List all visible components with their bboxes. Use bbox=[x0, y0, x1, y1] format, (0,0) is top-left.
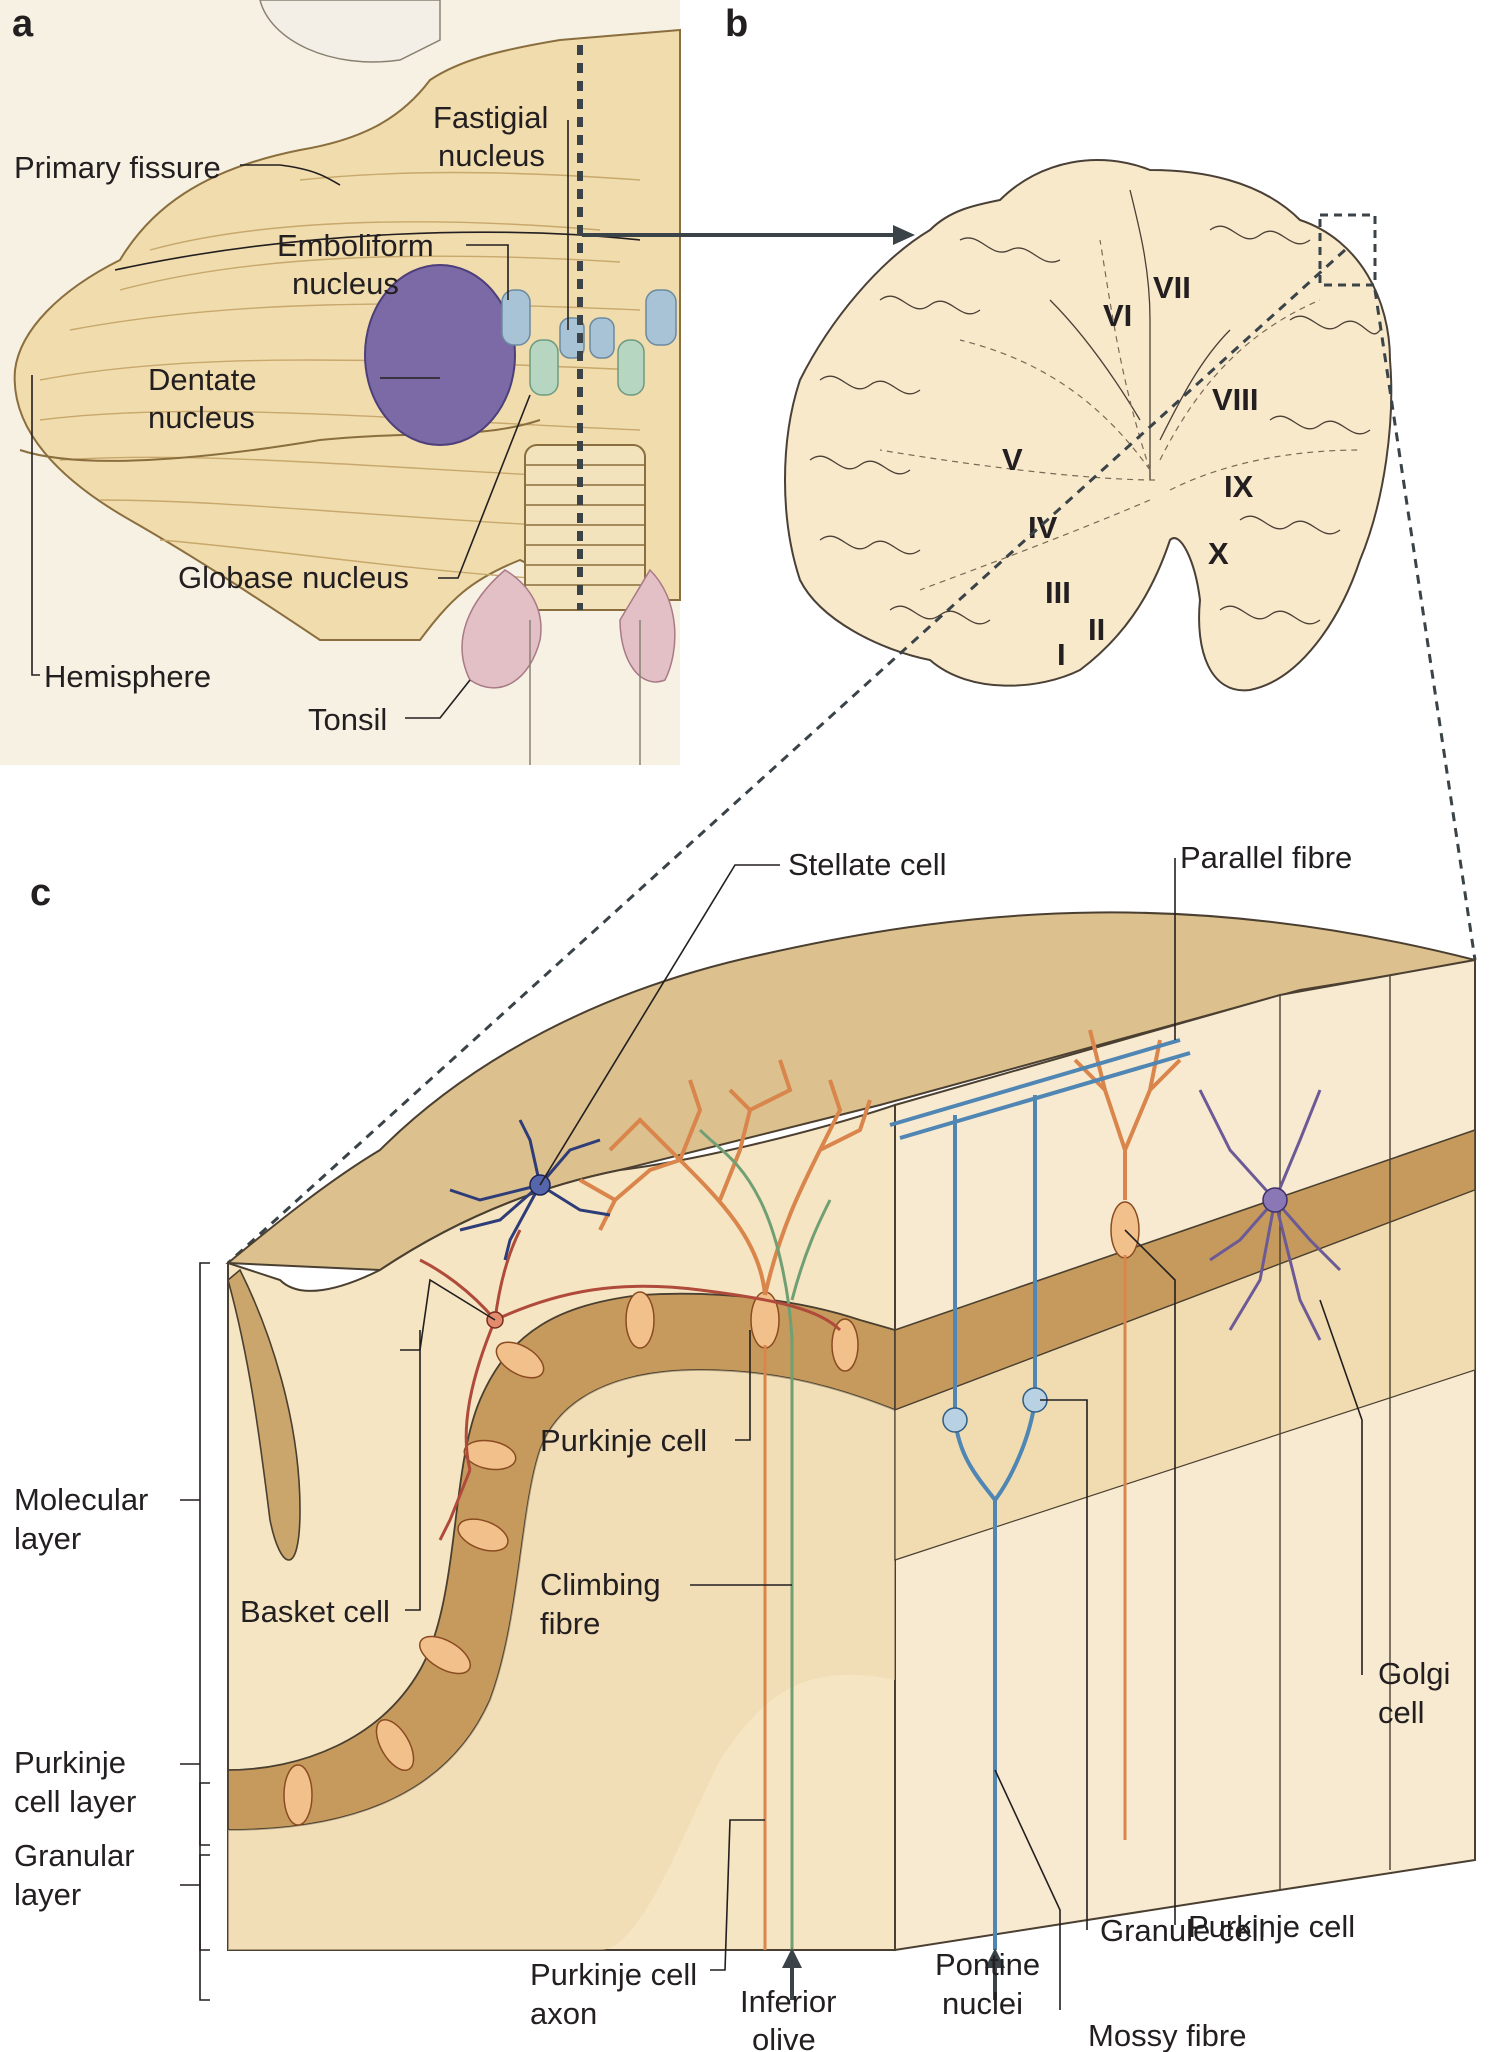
lobule-VII: VII bbox=[1153, 270, 1191, 305]
lobule-I: I bbox=[1057, 637, 1066, 672]
dentate-label-1: Dentate bbox=[148, 362, 257, 397]
pontine-nuclei-label-2: nuclei bbox=[942, 1986, 1023, 2021]
lobule-III: III bbox=[1045, 575, 1071, 610]
pontine-nuclei-label-1: Pontine bbox=[935, 1947, 1040, 1982]
spinal-cord bbox=[529, 620, 641, 765]
emboliform-nucleus bbox=[501, 289, 531, 346]
panel-label-b: b bbox=[725, 3, 748, 45]
mossy-fibre-label: Mossy fibre bbox=[1088, 2018, 1246, 2052]
lobule-X: X bbox=[1208, 536, 1229, 571]
tonsil-right bbox=[619, 568, 676, 683]
panel-label-c: c bbox=[30, 872, 51, 914]
purkinje-somata bbox=[283, 1201, 1140, 1826]
lobule-IX: IX bbox=[1224, 469, 1254, 504]
molecular-bracket bbox=[199, 1262, 210, 2001]
panel-c: c bbox=[14, 840, 1476, 2052]
folia-outline bbox=[809, 189, 1381, 625]
lobule-V: V bbox=[1002, 442, 1023, 477]
granular-layer-region bbox=[228, 1370, 895, 1950]
cerebellum-hemisphere-shape bbox=[13, 28, 681, 641]
basket-cell-label: Basket cell bbox=[240, 1594, 390, 1629]
purkinje-cell-layer-label-2: cell layer bbox=[14, 1784, 136, 1819]
golgi-cell-label-2: cell bbox=[1378, 1695, 1425, 1730]
fastigial-nucleus-left bbox=[559, 317, 585, 359]
purkinje-axons bbox=[763, 1255, 1127, 1950]
fastigial-label-2: nucleus bbox=[438, 138, 545, 173]
globase-nucleus-left bbox=[529, 339, 559, 396]
arrow-up-icon-2 bbox=[985, 1948, 1005, 1968]
lobule-VI: VI bbox=[1103, 298, 1132, 333]
zoom-line-right bbox=[1373, 289, 1477, 961]
dentate-label-2: nucleus bbox=[148, 400, 255, 435]
vermis-sagittal-section bbox=[784, 159, 1393, 692]
brainstem-top bbox=[259, 0, 441, 63]
stellate-cell-processes bbox=[449, 1119, 611, 1261]
purkinje-cell-axon-label-2: axon bbox=[530, 1996, 597, 2031]
climbing-fibre-path bbox=[698, 1128, 832, 1950]
granular-layer-label-2: layer bbox=[14, 1877, 81, 1912]
granular-layer-label-1: Granular bbox=[14, 1838, 135, 1873]
lobule-II: II bbox=[1088, 612, 1105, 647]
golgi-cell-soma bbox=[1262, 1187, 1288, 1213]
inferior-olive-label-1: Inferior bbox=[740, 1984, 836, 2019]
lobule-IV: IV bbox=[1028, 510, 1058, 545]
golgi-cell-processes bbox=[1198, 1089, 1342, 1341]
inferior-olive-label-2: olive bbox=[752, 2022, 816, 2052]
arrow-up-icon bbox=[782, 1948, 802, 1968]
panel-label-a: a bbox=[12, 3, 34, 45]
basket-cell-processes bbox=[419, 1229, 842, 1541]
globase-nucleus-right bbox=[617, 339, 645, 396]
primary-fissure-label: Primary fissure bbox=[14, 150, 221, 185]
globase-label: Globase nucleus bbox=[178, 560, 409, 595]
purkinje-layer-bracket bbox=[199, 1782, 210, 1846]
panel-b: b I II III IV bbox=[725, 3, 1393, 692]
purkinje-cell-layer-label-1: Purkinje bbox=[14, 1745, 126, 1780]
molecular-layer-label-1: Molecular bbox=[14, 1482, 148, 1517]
emboliform-label-2: nucleus bbox=[292, 266, 399, 301]
stellate-cell-label: Stellate cell bbox=[788, 847, 947, 882]
zoom-box bbox=[1318, 213, 1377, 287]
emboliform-nucleus-right bbox=[645, 289, 677, 346]
purkinje-cell-label-left: Purkinje cell bbox=[540, 1423, 707, 1458]
granular-bracket bbox=[199, 1854, 210, 1951]
climbing-fibre-label-1: Climbing bbox=[540, 1567, 661, 1602]
parallel-fibre-label: Parallel fibre bbox=[1180, 840, 1352, 875]
molecular-layer-label-2: layer bbox=[14, 1521, 81, 1556]
arrow-right-icon bbox=[893, 225, 915, 245]
granular-layer-right bbox=[894, 1189, 1476, 1561]
golgi-cell-label-1: Golgi bbox=[1378, 1656, 1450, 1691]
purkinje-cell-axon-label-1: Purkinje cell bbox=[530, 1957, 697, 1992]
sulcus bbox=[227, 1268, 301, 1561]
tonsil-label: Tonsil bbox=[308, 702, 387, 737]
parallel-fibres bbox=[889, 1038, 1191, 1950]
emboliform-label-1: Emboliform bbox=[277, 228, 434, 263]
fastigial-label-1: Fastigial bbox=[433, 100, 548, 135]
panel-a: a Primary fissure Fastigial nucleus Embo… bbox=[0, 0, 915, 765]
purkinje-cell-label-right: Purkinje cell bbox=[1188, 1909, 1355, 1944]
vermis-ladder bbox=[524, 444, 646, 611]
climbing-fibre-label-2: fibre bbox=[540, 1606, 600, 1641]
hemisphere-label: Hemisphere bbox=[44, 659, 211, 694]
fastigial-nucleus-right bbox=[589, 317, 615, 359]
tonsil-left bbox=[461, 569, 542, 689]
granule-cell-label: Granule cell bbox=[1100, 1913, 1265, 1948]
zoom-line-left bbox=[226, 248, 1347, 1265]
dentate-nucleus bbox=[364, 264, 516, 446]
granule-cells bbox=[942, 1387, 1048, 1433]
lobule-VIII: VIII bbox=[1212, 382, 1259, 417]
